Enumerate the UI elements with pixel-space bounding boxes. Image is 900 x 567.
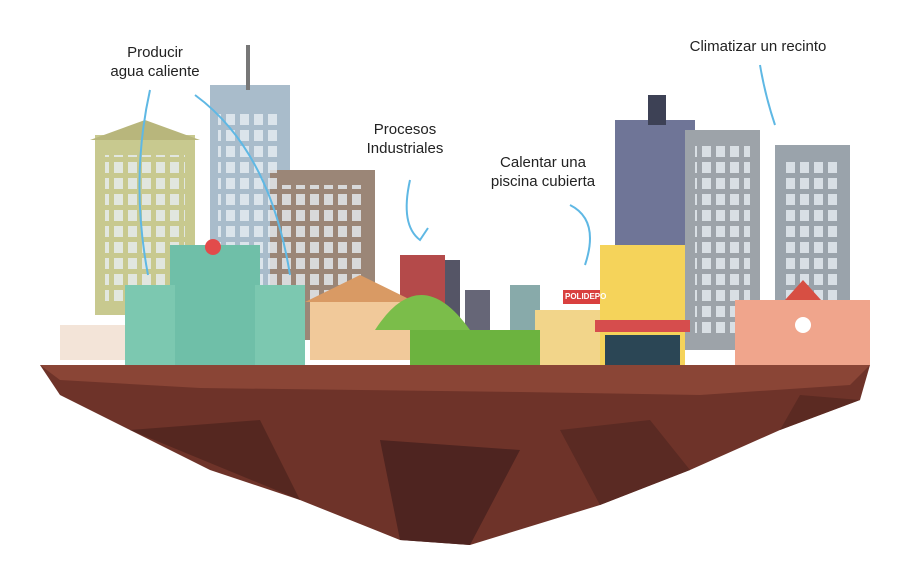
label-hot-water: Producir agua caliente <box>95 43 215 81</box>
front-buildings <box>60 239 870 365</box>
label-line: agua caliente <box>110 63 200 80</box>
arrow-icon <box>194 94 291 276</box>
label-line: Calentar una <box>500 154 586 171</box>
label-pool: Calentar una piscina cubierta <box>478 153 608 191</box>
label-line: Procesos <box>373 121 437 138</box>
label-line: piscina cubierta <box>490 173 596 190</box>
arrows <box>138 64 776 276</box>
arrow-icon <box>569 204 591 266</box>
arrow-icon <box>138 89 151 276</box>
label-industrial: Procesos Industriales <box>350 120 460 158</box>
label-line: Industriales <box>366 140 444 157</box>
sports-center-sign: POLIDEPO <box>565 292 607 301</box>
arrow-icon <box>759 64 776 126</box>
label-line: Producir <box>127 44 183 61</box>
floating-rock <box>40 365 870 545</box>
arrow-icon <box>405 179 429 242</box>
label-climate: Climatizar un recinto <box>689 38 827 55</box>
